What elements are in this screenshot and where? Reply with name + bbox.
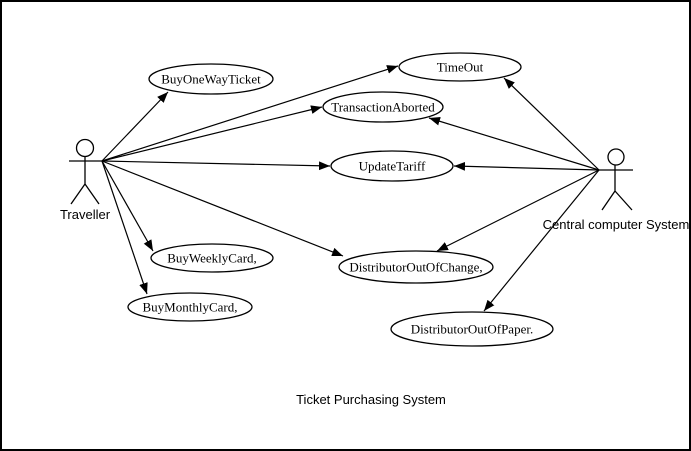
usecase-ellipse xyxy=(127,292,253,322)
actor-label: Central computer System xyxy=(543,217,689,232)
usecase-transaction-aborted[interactable]: TransactionAborted xyxy=(322,91,444,123)
usecase-distributor-out-of-paper[interactable]: DistributorOutOfPaper. xyxy=(390,311,554,347)
usecase-label: BuyOneWayTicket xyxy=(161,72,261,87)
usecase-ellipse xyxy=(322,91,444,123)
actor-central-computer-system[interactable]: Central computer System xyxy=(543,148,689,232)
edge-traveller-buymonthlycard xyxy=(101,160,148,295)
edge-ccs-distributoroutofchange xyxy=(436,169,600,252)
usecase-ellipse xyxy=(148,63,274,95)
usecase-label: BuyWeeklyCard, xyxy=(167,251,257,266)
usecase-ellipse xyxy=(390,311,554,347)
usecase-label: DistributorOutOfPaper. xyxy=(411,322,533,337)
diagram-title: Ticket Purchasing System xyxy=(296,392,446,407)
usecase-update-tariff[interactable]: UpdateTariff xyxy=(330,150,454,182)
usecase-label: DistributorOutOfChange, xyxy=(349,260,482,275)
usecase-ellipse xyxy=(330,150,454,182)
usecase-label: BuyMonthlyCard, xyxy=(143,300,238,315)
edge-ccs-distributoroutofpaper xyxy=(483,169,600,312)
edge-traveller-distributoroutofchange xyxy=(101,160,344,257)
usecase-buy-weekly-card[interactable]: BuyWeeklyCard, xyxy=(150,243,274,273)
edge-ccs-timeout xyxy=(503,77,600,171)
usecase-label: TransactionAborted xyxy=(331,100,435,115)
edge-ccs-updatetariff xyxy=(453,161,600,171)
associations xyxy=(101,65,600,312)
usecase-ellipse xyxy=(398,52,522,82)
actor-label: Traveller xyxy=(60,207,111,222)
usecase-buy-one-way-ticket[interactable]: BuyOneWayTicket xyxy=(148,63,274,95)
actor-body-icon xyxy=(599,165,633,211)
edge-traveller-buyonewayticket xyxy=(101,91,169,162)
edge-traveller-transactionaborted xyxy=(101,105,323,162)
actor-head-icon xyxy=(75,138,95,158)
actor-traveller[interactable]: Traveller xyxy=(60,138,111,223)
edge-ccs-transactionaborted xyxy=(428,117,600,171)
edge-traveller-updatetariff xyxy=(101,160,331,171)
usecase-ellipse xyxy=(338,250,494,284)
edge-traveller-buyweeklycard xyxy=(101,160,154,252)
usecase-timeout[interactable]: TimeOut xyxy=(398,52,522,82)
usecase-distributor-out-of-change[interactable]: DistributorOutOfChange, xyxy=(338,250,494,284)
edge-traveller-timeout xyxy=(101,65,399,162)
actor-head-icon xyxy=(607,148,625,166)
usecase-label: TimeOut xyxy=(437,60,484,75)
usecase-ellipse xyxy=(150,243,274,273)
actor-body-icon xyxy=(69,156,102,205)
usecase-buy-monthly-card[interactable]: BuyMonthlyCard, xyxy=(127,292,253,322)
usecase-label: UpdateTariff xyxy=(359,159,426,174)
